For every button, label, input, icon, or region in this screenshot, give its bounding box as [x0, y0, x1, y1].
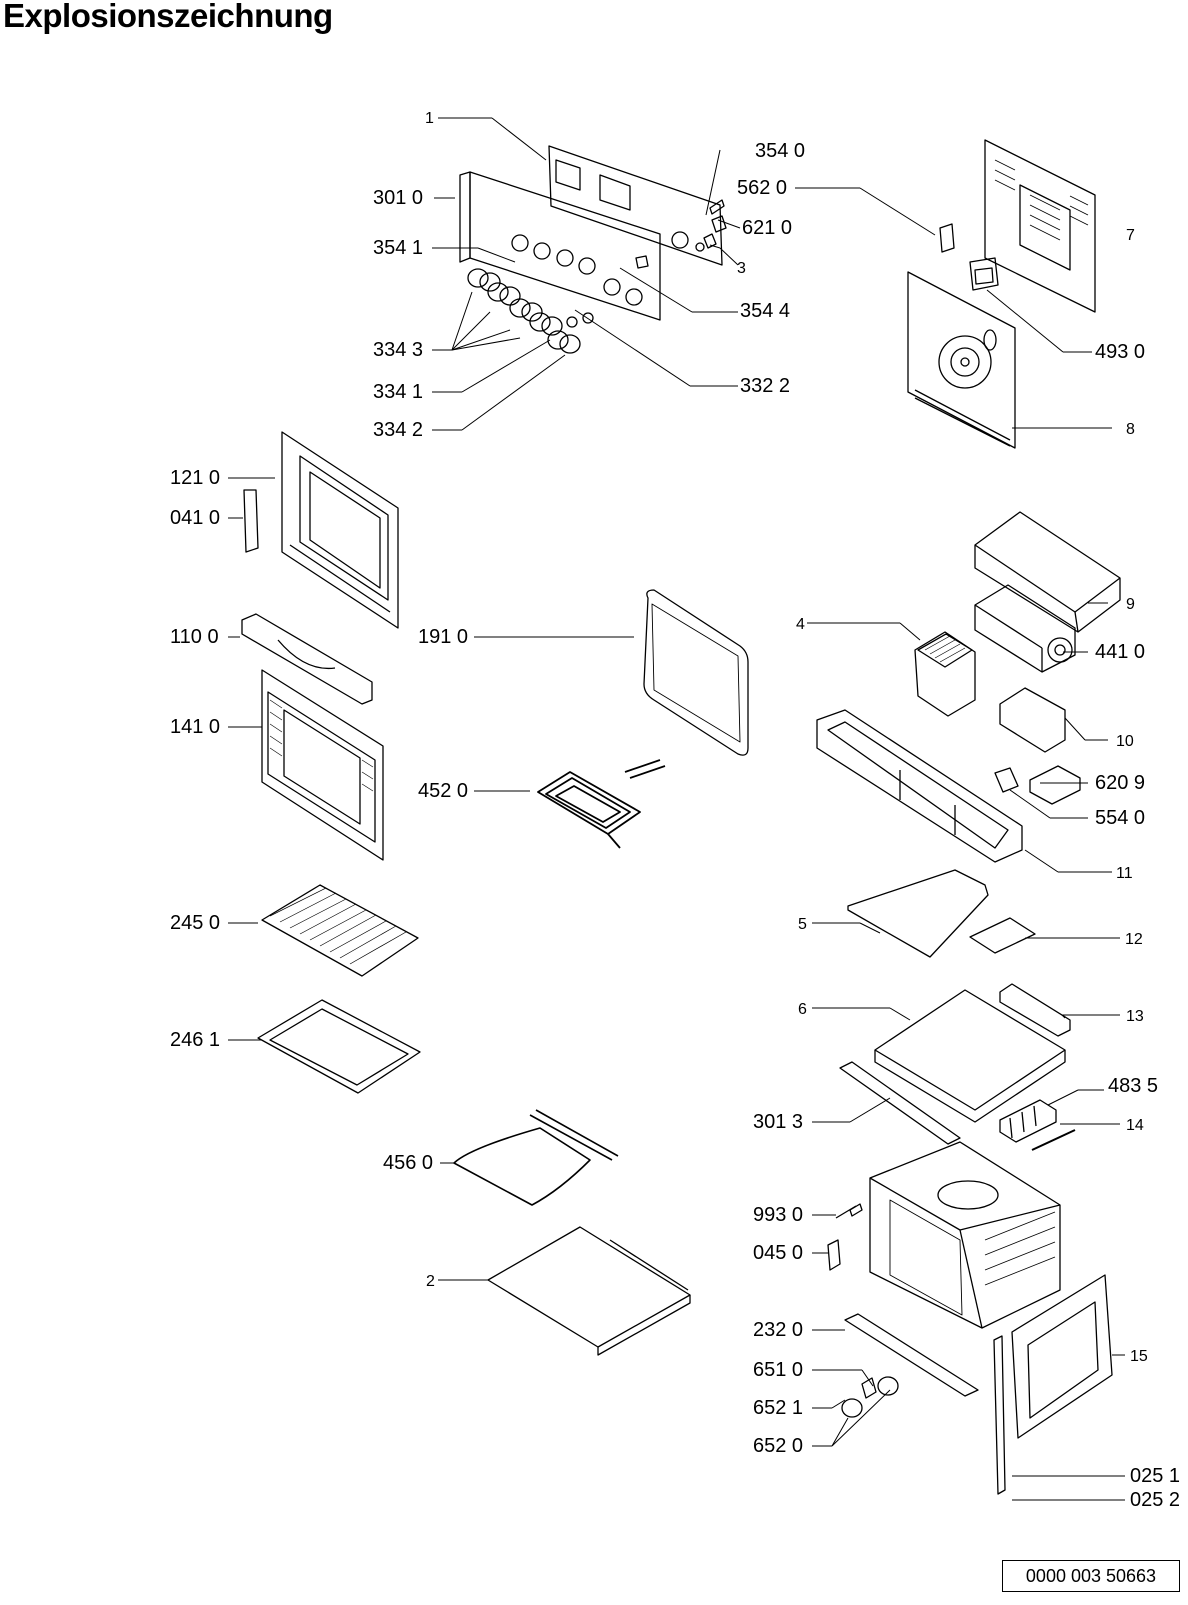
- part-grill-element: [537, 759, 666, 849]
- part-side-strip: [993, 1335, 1006, 1495]
- callout-label: 191 0: [418, 626, 469, 648]
- callout-label: 354 1: [373, 237, 424, 259]
- part-oven-cavity: [869, 1141, 1061, 1329]
- callout-label: 9: [1126, 596, 1135, 613]
- part-control-plate: [548, 145, 723, 266]
- callout-label: 245 0: [170, 912, 221, 934]
- document-number: 0000 003 50663: [1002, 1560, 1180, 1592]
- part-panel-frame: [816, 709, 1023, 863]
- callout-label: 13: [1126, 1008, 1144, 1025]
- part-bracket-13: [999, 983, 1071, 1037]
- part-top-plate: [847, 869, 989, 958]
- part-rear-panel: [984, 139, 1096, 313]
- part-switch-block: [994, 765, 1081, 805]
- part-bottom-plate: [874, 989, 1066, 1123]
- part-rail-3013: [839, 1061, 961, 1145]
- callout-label: 1: [425, 110, 434, 127]
- callout-label: 110 0: [170, 626, 219, 648]
- callout-label: 493 0: [1095, 341, 1146, 363]
- callout-label: 11: [1116, 865, 1133, 882]
- part-rail-2320: [844, 1313, 979, 1397]
- page-title: Explosionszeichnung: [3, 0, 333, 34]
- part-baking-tray: [257, 999, 421, 1094]
- callout-label: 452 0: [418, 780, 469, 802]
- callout-label: 483 5: [1108, 1075, 1159, 1097]
- callout-label: 332 2: [740, 375, 791, 397]
- part-door-gasket: [643, 589, 749, 756]
- part-hinge: [243, 489, 259, 553]
- callout-label: 4: [796, 616, 805, 633]
- callout-label: 301 3: [753, 1111, 804, 1133]
- callout-label: 7: [1126, 227, 1135, 244]
- callout-label: 246 1: [170, 1029, 221, 1051]
- callout-label: 334 3: [373, 339, 424, 361]
- callout-label: 232 0: [753, 1319, 804, 1341]
- leader-lines: [228, 117, 1125, 1501]
- callout-label: 993 0: [753, 1204, 804, 1226]
- callout-label: 025 2: [1130, 1489, 1181, 1511]
- callout-label: 554 0: [1095, 807, 1146, 829]
- part-terminal-block: [999, 1099, 1057, 1143]
- callout-label: 334 1: [373, 381, 424, 403]
- callout-label: 10: [1116, 733, 1134, 750]
- callout-label: 354 4: [740, 300, 791, 322]
- part-fan-motor: [969, 257, 999, 291]
- callout-label: 141 0: [170, 716, 221, 738]
- callout-label: 3: [737, 260, 746, 277]
- part-fan-cover: [907, 271, 1016, 449]
- part-cooling-fan: [974, 584, 1076, 673]
- callout-label: 15: [1130, 1348, 1148, 1365]
- part-electronics-cover: [974, 511, 1121, 633]
- callout-label: 562 0: [737, 177, 788, 199]
- callout-label: 441 0: [1095, 641, 1146, 663]
- part-floor-plate: [487, 1226, 691, 1356]
- part-wire-shelf: [261, 884, 419, 977]
- part-bracket-10: [999, 687, 1066, 753]
- part-knobs: [467, 268, 594, 354]
- callout-label: 354 0: [755, 140, 806, 162]
- part-screw-clip: [827, 1203, 863, 1271]
- part-door-handle: [241, 613, 373, 705]
- callout-label: 652 1: [753, 1397, 804, 1419]
- callout-label: 025 1: [1130, 1465, 1181, 1487]
- callout-label: 5: [798, 916, 807, 933]
- part-bracket-12: [969, 917, 1036, 954]
- callout-label: 651 0: [753, 1359, 804, 1381]
- callout-label: 652 0: [753, 1435, 804, 1457]
- callout-label: 334 2: [373, 419, 424, 441]
- part-control-fascia: [459, 171, 661, 321]
- part-bottom-heater: [453, 1109, 619, 1206]
- callout-label: 14: [1126, 1117, 1144, 1134]
- part-sensor-rod: [1031, 1129, 1076, 1151]
- part-inner-door: [281, 431, 399, 629]
- callout-label: 2: [426, 1273, 435, 1290]
- part-small-switch-parts: [635, 199, 727, 269]
- callout-label: 621 0: [742, 217, 793, 239]
- callout-label: 456 0: [383, 1152, 434, 1174]
- callout-label: 041 0: [170, 507, 221, 529]
- callout-label: 301 0: [373, 187, 424, 209]
- callout-label: 121 0: [170, 467, 221, 489]
- part-filter-box: [914, 631, 976, 717]
- part-door-frame: [1011, 1274, 1113, 1439]
- callout-label: 045 0: [753, 1242, 804, 1264]
- callout-label: 8: [1126, 421, 1135, 438]
- callout-label: 6: [798, 1001, 807, 1018]
- part-outer-door-glass: [261, 669, 384, 861]
- part-knob-assembly: [841, 1376, 899, 1418]
- callout-label: 12: [1125, 931, 1143, 948]
- callout-label: 620 9: [1095, 772, 1146, 794]
- part-bracket-5620: [939, 223, 955, 253]
